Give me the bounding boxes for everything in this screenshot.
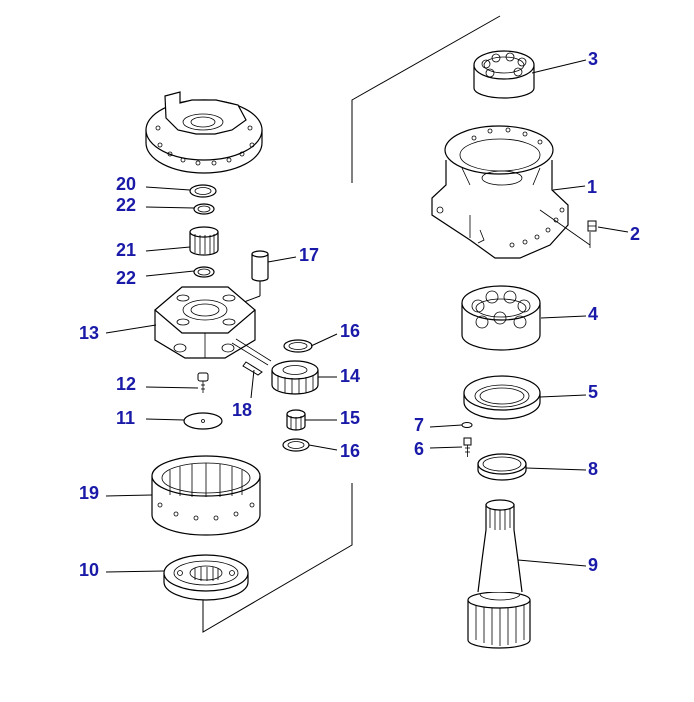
part-20-washer[interactable] <box>189 184 217 198</box>
part-22-ring-lower[interactable] <box>193 266 215 278</box>
part-22-ring-upper[interactable] <box>193 203 215 215</box>
label-part-9: 9 <box>588 555 598 575</box>
label-part-10: 10 <box>79 560 99 580</box>
label-part-16-lower: 16 <box>340 441 360 461</box>
label-part-7: 7 <box>414 415 424 435</box>
part-3-bearing[interactable] <box>473 50 535 99</box>
part-labels: 3 1 2 4 5 7 6 8 9 20 22 21 22 17 13 16 1… <box>79 49 640 580</box>
label-part-15: 15 <box>340 408 360 428</box>
part-6-bolt[interactable] <box>463 437 472 457</box>
label-part-21: 21 <box>116 240 136 260</box>
part-1-housing[interactable] <box>431 125 591 259</box>
label-part-8: 8 <box>588 459 598 479</box>
label-part-18: 18 <box>232 400 252 420</box>
label-part-3: 3 <box>588 49 598 69</box>
label-part-20: 20 <box>116 174 136 194</box>
part-16-washer-lower[interactable] <box>282 438 310 452</box>
label-part-4: 4 <box>588 304 598 324</box>
part-14-planet-gear[interactable] <box>271 360 319 395</box>
top-carrier[interactable] <box>145 91 263 174</box>
part-11-plate[interactable] <box>183 412 223 430</box>
label-part-12: 12 <box>116 374 136 394</box>
label-part-5: 5 <box>588 382 598 402</box>
part-18-pin[interactable] <box>231 338 272 376</box>
label-part-14: 14 <box>340 366 360 386</box>
label-part-17: 17 <box>299 245 319 265</box>
label-part-11: 11 <box>116 408 135 428</box>
part-15-needle-bearing[interactable] <box>286 409 306 431</box>
part-21-gear[interactable] <box>189 226 219 256</box>
label-part-2: 2 <box>630 224 640 244</box>
part-12-bolt[interactable] <box>197 372 209 393</box>
leader-lines <box>105 59 629 573</box>
part-9-shaft[interactable] <box>467 499 531 649</box>
part-4-bearing[interactable] <box>461 285 541 351</box>
assembly-lines <box>202 15 501 633</box>
part-8-snap-ring[interactable] <box>477 453 527 481</box>
label-part-6: 6 <box>414 439 424 459</box>
part-17-pin[interactable] <box>235 250 269 306</box>
part-7-washer[interactable] <box>461 422 473 428</box>
part-5-cover[interactable] <box>463 375 541 420</box>
label-part-19: 19 <box>79 483 99 503</box>
part-19-ring-gear[interactable] <box>151 455 261 536</box>
label-part-13: 13 <box>79 323 99 343</box>
label-part-22-lower: 22 <box>116 268 136 288</box>
label-part-1: 1 <box>587 177 597 197</box>
part-13-carrier[interactable] <box>154 286 256 359</box>
part-16-washer-upper[interactable] <box>283 339 313 353</box>
label-part-16-upper: 16 <box>340 321 360 341</box>
part-10-carrier[interactable] <box>163 554 249 601</box>
part-2-plug[interactable] <box>587 220 597 232</box>
label-part-22-upper: 22 <box>116 195 136 215</box>
